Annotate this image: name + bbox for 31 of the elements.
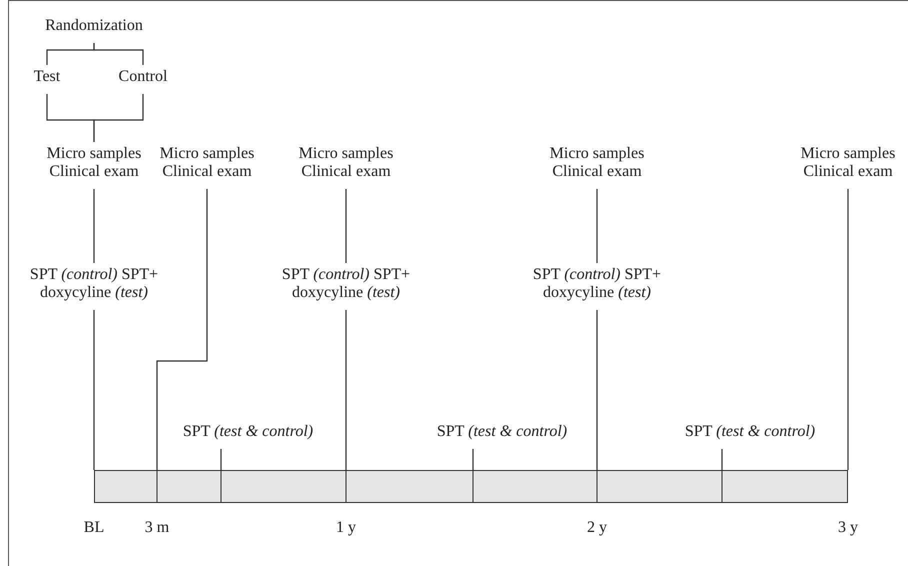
group-text: Control	[108, 68, 178, 86]
connector-line	[156, 189, 208, 470]
visit-text: SPT (control) SPT+ doxycyline (test)	[266, 266, 426, 302]
visit-text: Micro samples Clinical exam	[537, 145, 657, 181]
connector-line	[847, 189, 849, 470]
connector-line	[345, 310, 347, 470]
visit-text: Micro samples Clinical exam	[788, 145, 908, 181]
treatment-text: SPT (test & control)	[660, 423, 840, 441]
time-label: 2 y	[587, 519, 607, 537]
time-label: 3 y	[838, 519, 858, 537]
time-label: BL	[84, 519, 104, 537]
connector-line	[93, 94, 144, 142]
step-text: Randomization	[39, 17, 149, 35]
connector-line	[220, 449, 222, 470]
connector-line	[93, 43, 144, 65]
connector-line	[596, 189, 598, 263]
connector-line	[345, 189, 347, 263]
timeline-bar	[94, 470, 848, 503]
visit-text: SPT (control) SPT+ doxycyline (test)	[517, 266, 677, 302]
time-label: 3 m	[144, 519, 170, 537]
group-text: Test	[22, 68, 72, 86]
treatment-text: SPT (test & control)	[412, 423, 592, 441]
visit-text: SPT (control) SPT+ doxycyline (test)	[14, 266, 174, 302]
connector-line	[93, 310, 95, 470]
treatment-text: SPT (test & control)	[158, 423, 338, 441]
connector-line	[472, 449, 474, 470]
connector-line	[596, 310, 598, 470]
connector-line	[721, 449, 723, 470]
time-label: 1 y	[336, 519, 356, 537]
visit-text: Micro samples Clinical exam	[286, 145, 406, 181]
connector-line	[93, 189, 95, 263]
